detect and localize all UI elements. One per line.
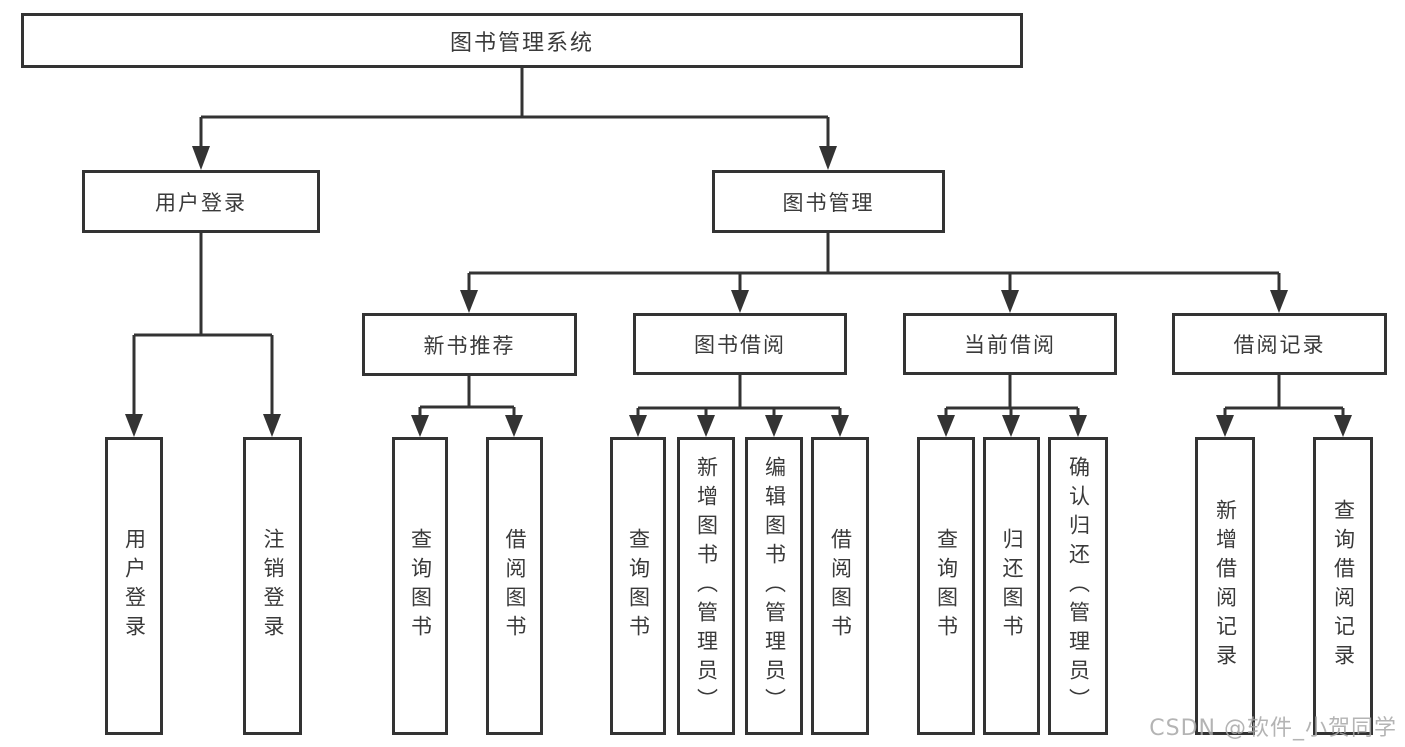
node-label: 查询借阅记录	[1331, 499, 1356, 673]
node-label: 借阅记录	[1233, 333, 1326, 357]
node-label: 归还图书	[1000, 528, 1024, 644]
node-label: 新增借阅记录	[1213, 499, 1238, 673]
leaf-borrow-books: 借阅图书	[811, 437, 869, 735]
node-label: 图书借阅	[694, 333, 786, 357]
node-label: 新增图书（管理员）	[694, 455, 719, 717]
node-label: 用户登录	[122, 528, 147, 644]
node-borrow-records: 借阅记录	[1172, 313, 1387, 375]
leaf-return-books: 归还图书	[983, 437, 1040, 735]
leaf-logout: 注销登录	[243, 437, 302, 735]
leaf-borrow-books-recommend: 借阅图书	[486, 437, 543, 735]
node-root-library-system: 图书管理系统	[21, 13, 1023, 68]
node-label: 确认归还（管理员）	[1066, 455, 1091, 717]
arrowheads	[125, 146, 1352, 437]
node-book-borrow: 图书借阅	[633, 313, 847, 375]
node-label: 图书管理	[782, 190, 875, 215]
leaf-query-books-recommend: 查询图书	[392, 437, 448, 735]
leaf-query-books-borrow: 查询图书	[610, 437, 666, 735]
node-label: 查询图书	[408, 528, 433, 644]
leaf-add-borrow-record: 新增借阅记录	[1195, 437, 1255, 735]
node-label: 编辑图书（管理员）	[762, 455, 787, 717]
leaf-query-books-current: 查询图书	[917, 437, 975, 735]
node-user-login: 用户登录	[82, 170, 320, 233]
node-label: 借阅图书	[828, 528, 853, 644]
csdn-watermark: CSDN @软件_小贺同学	[1149, 716, 1397, 741]
leaf-edit-books-admin: 编辑图书（管理员）	[745, 437, 803, 735]
leaf-add-books-admin: 新增图书（管理员）	[677, 437, 735, 735]
node-book-management: 图书管理	[712, 170, 945, 233]
node-label: 借阅图书	[503, 528, 527, 644]
node-current-borrow: 当前借阅	[903, 313, 1117, 375]
leaf-query-borrow-record: 查询借阅记录	[1313, 437, 1373, 735]
leaf-user-login: 用户登录	[105, 437, 163, 735]
leaf-confirm-return-admin: 确认归还（管理员）	[1048, 437, 1108, 735]
node-label: 图书管理系统	[449, 30, 594, 56]
node-label: 注销登录	[261, 528, 285, 644]
node-new-book-recommend: 新书推荐	[362, 313, 577, 376]
node-label: 用户登录	[155, 190, 247, 215]
node-label: 当前借阅	[964, 333, 1056, 357]
node-label: 查询图书	[626, 528, 651, 644]
node-label: 新书推荐	[423, 333, 516, 358]
node-label: 查询图书	[934, 528, 959, 644]
